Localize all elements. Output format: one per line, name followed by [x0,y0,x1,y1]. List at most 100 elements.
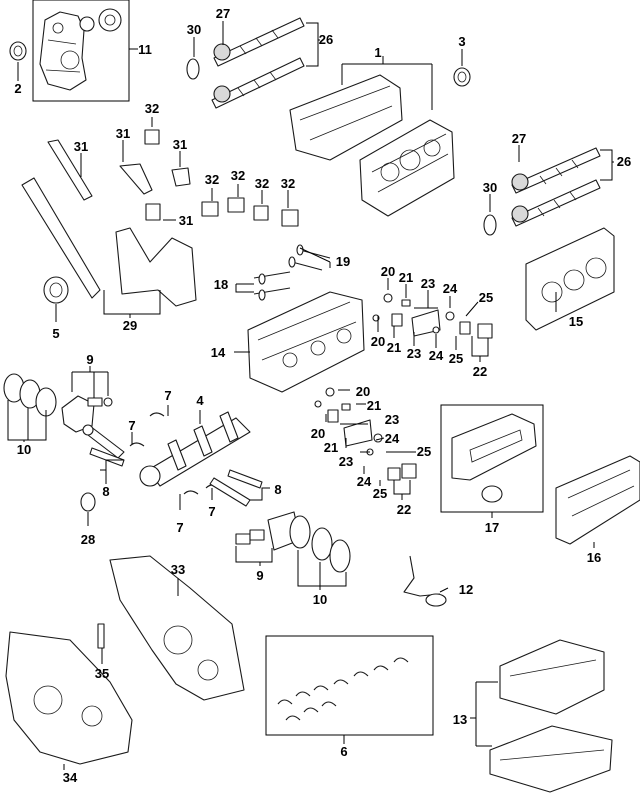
callout-label: 13 [453,712,467,727]
callout-label: 24 [443,281,458,296]
callout-label: 19 [336,254,350,269]
callout-label: 24 [357,474,372,489]
callout-label: 23 [385,412,399,427]
callout-label: 7 [128,418,135,433]
callout-label: 27 [512,131,526,146]
callout-label: 31 [116,126,130,141]
callout-label: 32 [231,168,245,183]
callout-label: 14 [211,345,226,360]
callout-label: 30 [483,180,497,195]
callout-label: 10 [313,592,327,607]
valve-train-parts [314,293,493,481]
callout-label: 6 [340,744,347,759]
connecting-rods-right [209,469,263,507]
callout-label: 15 [569,314,583,329]
callout-label: 20 [311,426,325,441]
oil-pump-assembly [39,8,122,91]
callout-label: 12 [459,582,473,597]
front-cover [5,631,133,765]
callout-label: 34 [63,770,78,785]
callout-label: 25 [449,351,463,366]
timing-chain [21,177,197,307]
callout-label: 20 [381,264,395,279]
callout-label: 9 [86,352,93,367]
chain-tensioners [144,129,299,227]
callout-label: 25 [479,290,493,305]
callout-label: 31 [173,137,187,152]
camshafts-right [483,147,601,236]
valve-cover [555,455,640,545]
callout-label: 26 [617,154,631,169]
callout-label: 23 [421,276,435,291]
callout-label: 30 [187,22,201,37]
bearing-set [277,657,409,721]
callout-label: 23 [407,346,421,361]
callout-label: 20 [356,384,370,399]
callout-label: 18 [214,277,228,292]
callout-label: 1 [374,45,381,60]
callout-label: 22 [397,502,411,517]
stud [97,623,105,649]
callout-label: 28 [81,532,95,547]
callout-label: 26 [319,32,333,47]
timing-cover [109,555,245,701]
callout-label: 32 [145,101,159,116]
callout-label: 31 [74,139,88,154]
callout-label: 29 [123,318,137,333]
callout-label: 17 [485,520,499,535]
oil-pickup [403,555,447,607]
callout-label: 16 [587,550,601,565]
callout-label: 31 [179,213,193,228]
callout-label: 32 [281,176,295,191]
callout-label: 27 [216,6,230,21]
callout-label: 9 [256,568,263,583]
callout-label: 11 [138,42,152,57]
callout-label: 8 [102,484,109,499]
callout-label: 32 [205,172,219,187]
callout-label: 20 [371,334,385,349]
callout-label: 23 [339,454,353,469]
connecting-rods-left [82,424,125,467]
callout-label: 21 [387,340,401,355]
pistons-rings-left [3,373,113,433]
leader-lines [7,21,614,770]
callout-label: 21 [367,398,381,413]
callout-label: 3 [458,34,465,49]
front-seal [9,41,27,61]
cylinder-head [247,291,365,393]
callout-label: 7 [176,520,183,535]
callout-label: 7 [208,504,215,519]
callout-label: 21 [324,440,338,455]
callout-label: 24 [429,348,444,363]
frame-bearing-set-group [265,635,434,736]
short-block [289,74,455,217]
crank-seal [43,276,69,304]
callout-label: 22 [473,364,487,379]
chain-guides [47,139,191,221]
callout-label: 32 [255,176,269,191]
oil-pan [489,639,613,793]
valve-cover-gasket [451,413,537,503]
valves [253,244,331,301]
callout-label: 35 [95,666,109,681]
callout-label: 25 [373,486,387,501]
camshafts-upper [186,17,305,109]
callout-labels: 1 2 3 4 5 6 7 7 7 7 8 8 9 9 10 10 11 12 … [14,6,631,785]
callout-label: 2 [14,81,21,96]
callout-label: 8 [274,482,281,497]
thrust-washer [80,492,96,512]
callout-label: 10 [17,442,31,457]
pistons-rings-right [235,511,351,573]
callout-label: 5 [52,326,59,341]
callout-label: 7 [164,388,171,403]
main-bearings [129,412,221,495]
callout-label: 4 [196,393,204,408]
callout-label: 25 [417,444,431,459]
crankshaft [139,411,251,487]
parts-art [3,8,640,793]
camshaft-seal [453,67,471,87]
head-gasket [525,227,615,331]
callout-label: 21 [399,270,413,285]
callout-label: 33 [171,562,185,577]
